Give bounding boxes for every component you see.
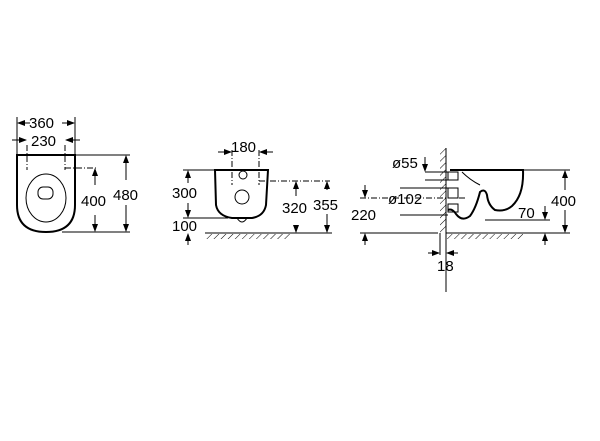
dim-100: 100 [172,218,197,235]
seat-opening [25,173,67,223]
dim-70: 70 [518,205,535,222]
dim-o55: ø55 [392,155,418,172]
dim-180: 180 [231,139,256,156]
dim-220: 220 [351,207,376,224]
dim-300: 300 [172,185,197,202]
dim-o102: ø102 [388,191,422,208]
dim-400-top: 400 [81,193,106,210]
dim-320: 320 [282,200,307,217]
dim-230: 230 [31,133,56,150]
top-view: 360 230 400 480 [12,115,138,234]
bowl-outline-top [16,154,76,234]
dim-355: 355 [313,197,338,214]
front-view: 180 300 100 320 355 [172,139,338,245]
dim-360: 360 [29,115,54,132]
dim-18: 18 [437,258,454,275]
bowl-outline-front [213,169,270,219]
dim-480: 480 [113,187,138,204]
bowl-profile-side [447,169,525,220]
drain-hole [37,186,54,200]
dim-400-side: 400 [551,193,576,210]
side-view: ø55 ø102 220 70 400 18 [351,148,576,292]
